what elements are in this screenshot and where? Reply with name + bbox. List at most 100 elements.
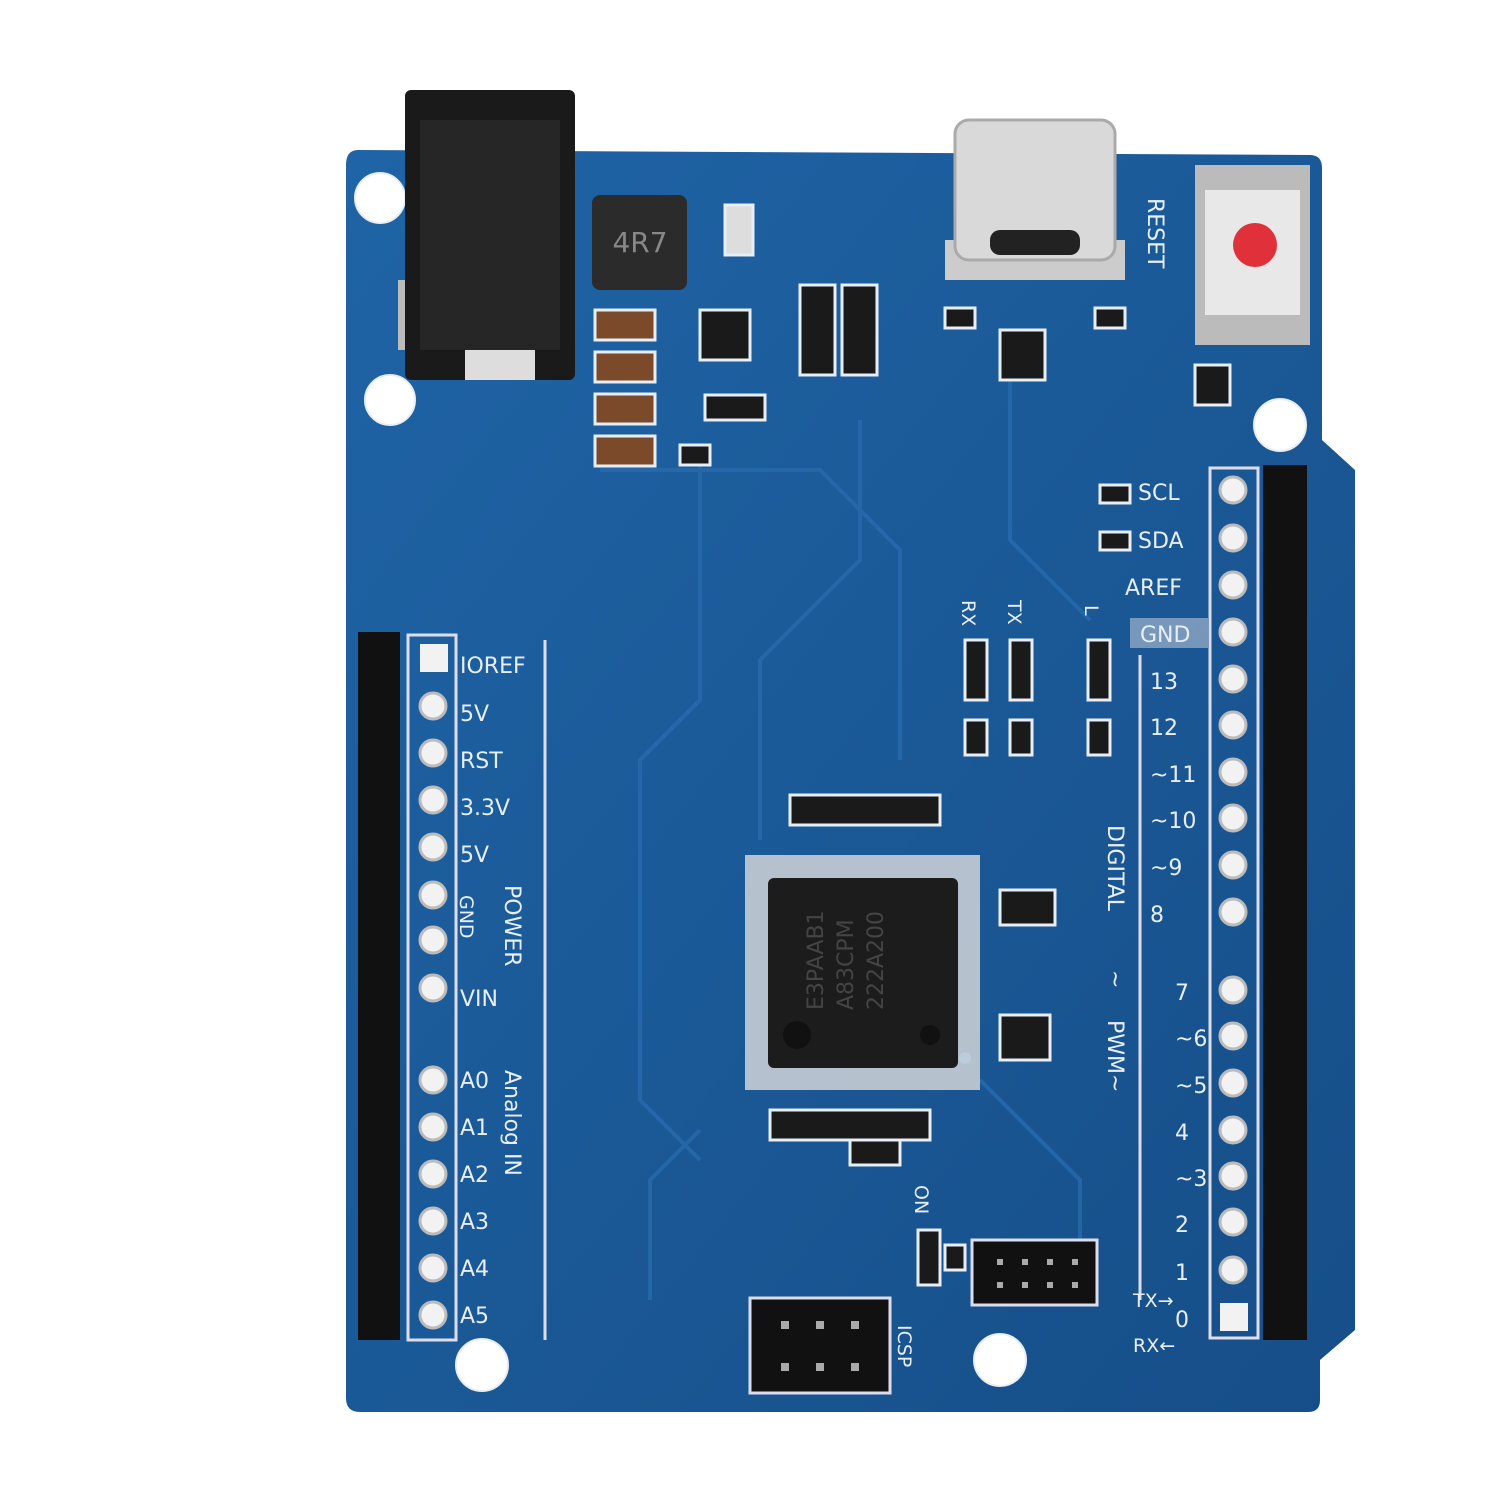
pin-label: 0 xyxy=(1175,1308,1189,1333)
header-pin xyxy=(1218,710,1248,740)
pwm-tilde: ~ xyxy=(1102,970,1127,988)
header-pin xyxy=(1218,1161,1248,1191)
tx-label: TX→ xyxy=(1132,1290,1174,1312)
header-pin xyxy=(418,973,448,1003)
icsp-pin xyxy=(1022,1282,1028,1288)
pin-label: ~6 xyxy=(1175,1027,1207,1052)
pin-label: 1 xyxy=(1175,1261,1189,1286)
power-title: POWER xyxy=(499,885,524,967)
header-pin xyxy=(420,644,448,672)
chip-marking-line: E3PAAB1 xyxy=(804,910,829,1010)
pin-label: ~11 xyxy=(1150,763,1196,788)
pin-label: 4 xyxy=(1175,1121,1189,1146)
smd-components xyxy=(593,203,1232,1287)
pin-label: 7 xyxy=(1175,981,1189,1006)
header-pin xyxy=(1218,1255,1248,1285)
pin-label: 5V xyxy=(460,702,489,727)
header-pins xyxy=(418,475,1248,1331)
header-pin xyxy=(418,738,448,768)
pin-label: AREF xyxy=(1125,576,1182,601)
digital-title: DIGITAL xyxy=(1102,825,1127,912)
inductor-marking: 4R7 xyxy=(612,226,667,259)
header-pin xyxy=(418,880,448,910)
icsp-pin xyxy=(816,1363,824,1371)
header-pin xyxy=(1218,803,1248,833)
header-pin xyxy=(418,1206,448,1236)
header-pin xyxy=(1218,617,1248,647)
header-pin xyxy=(418,1112,448,1142)
pin-label: A4 xyxy=(460,1257,489,1282)
header-pin xyxy=(1218,570,1248,600)
pin-label: ~3 xyxy=(1175,1167,1207,1192)
icsp-header xyxy=(748,1238,1099,1395)
header-pin xyxy=(1218,475,1248,505)
icsp-pin xyxy=(1047,1282,1053,1288)
pin-label: A5 xyxy=(460,1304,489,1329)
pin-label: GND xyxy=(455,895,477,939)
tx-led-label: TX xyxy=(1003,599,1025,625)
header-pin xyxy=(1218,850,1248,880)
rx-label: RX← xyxy=(1133,1335,1175,1357)
header-pin xyxy=(1218,975,1248,1005)
header-pin xyxy=(418,785,448,815)
pin-label: SDA xyxy=(1138,529,1184,554)
icsp-pin xyxy=(781,1321,789,1329)
icsp-pin xyxy=(1072,1282,1078,1288)
pin-label: A0 xyxy=(460,1069,489,1094)
inductor: 4R7 xyxy=(592,195,687,290)
icsp-pin xyxy=(1047,1259,1053,1265)
pin-label: 13 xyxy=(1150,670,1178,695)
header-pin xyxy=(418,1065,448,1095)
rx-led-label: RX xyxy=(957,600,979,626)
header-pin xyxy=(1218,1115,1248,1145)
header-pin xyxy=(418,1300,448,1330)
dc-power-jack xyxy=(398,90,575,380)
pin-label: A2 xyxy=(460,1163,489,1188)
header-pin xyxy=(1218,757,1248,787)
icsp-pin xyxy=(997,1259,1003,1265)
icsp-pin xyxy=(851,1321,859,1329)
pwm-title: PWM~ xyxy=(1102,1020,1127,1092)
pin-label: 12 xyxy=(1150,716,1178,741)
header-pin xyxy=(418,832,448,862)
header-pin xyxy=(1218,1207,1248,1237)
l-led-label: L xyxy=(1080,605,1102,616)
icsp-pin xyxy=(816,1321,824,1329)
chip-marking-line: A83CPM xyxy=(834,919,859,1010)
left-header xyxy=(358,632,400,1340)
icsp-pin xyxy=(851,1363,859,1371)
reset-label: RESET xyxy=(1142,198,1167,269)
header-pin xyxy=(1220,1303,1248,1331)
pin-label: 2 xyxy=(1175,1213,1189,1238)
header-pin xyxy=(418,691,448,721)
header-pin xyxy=(418,1253,448,1283)
header-pin xyxy=(418,925,448,955)
pin-label: 8 xyxy=(1150,903,1164,928)
pin-label: A1 xyxy=(460,1116,489,1141)
pin-label: SCL xyxy=(1138,481,1180,506)
pin-label: ~5 xyxy=(1175,1074,1207,1099)
icsp-pin xyxy=(1022,1259,1028,1265)
header-pin xyxy=(1218,664,1248,694)
pin-label: ~9 xyxy=(1150,856,1182,881)
pin-label: RST xyxy=(460,749,503,774)
microcontroller-chip: E3PAAB1 A83CPM 222A200 xyxy=(745,855,980,1090)
icsp-pin xyxy=(781,1363,789,1371)
icsp-pin xyxy=(1072,1259,1078,1265)
pin-label: 3.3V xyxy=(460,796,510,821)
header-pin xyxy=(418,1159,448,1189)
pin-label: ~10 xyxy=(1150,809,1196,834)
pin-label: IOREF xyxy=(460,654,526,679)
pin-label: 5V xyxy=(460,843,489,868)
mounting-holes xyxy=(354,172,1307,1392)
usb-c-port xyxy=(945,118,1125,280)
header-pin xyxy=(1218,897,1248,927)
reset-button xyxy=(1195,165,1310,345)
header-pin xyxy=(1218,1021,1248,1051)
pcb-traces xyxy=(600,340,1092,1300)
right-header xyxy=(1263,465,1307,1340)
header-pin xyxy=(1218,1068,1248,1098)
chip-marking-line: 222A200 xyxy=(864,911,889,1010)
pin-label: GND xyxy=(1140,623,1190,648)
